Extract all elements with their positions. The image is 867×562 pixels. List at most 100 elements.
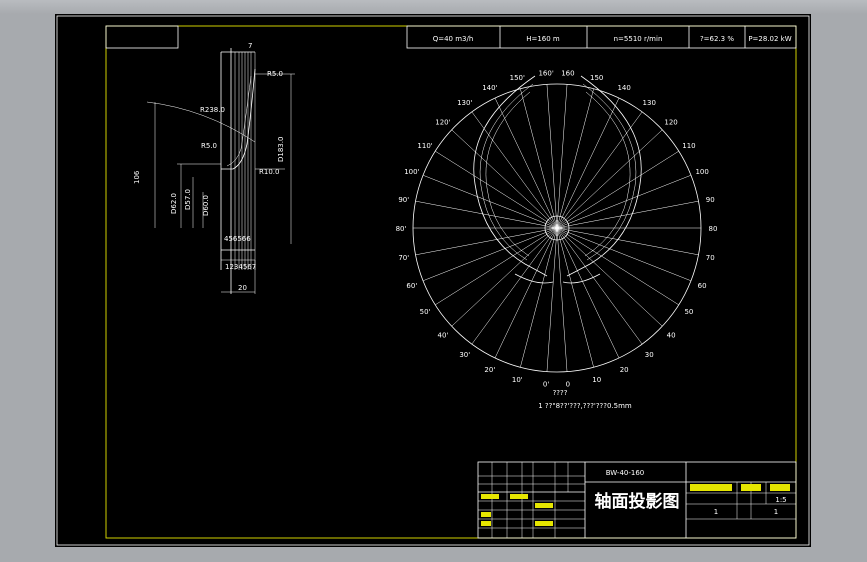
- parameter-header: Q=40 m3/h H=160 m n=5510 r/min ?=62.3 % …: [406, 25, 797, 49]
- angle-label-right: 90: [706, 196, 715, 204]
- angle-label-left: 100': [404, 168, 419, 176]
- polar-caption-2: 1 ??"8??'???,???'???0.5mm: [538, 402, 632, 410]
- angle-label-left: 130': [457, 99, 472, 107]
- angle-label-left: 140': [482, 84, 497, 92]
- station-labels: 1234567: [225, 263, 256, 271]
- angle-label-right: 0: [566, 381, 570, 389]
- radial-line: [451, 227, 558, 327]
- angle-label-right: 160: [561, 69, 574, 77]
- radial-line: [556, 227, 643, 345]
- angle-label-left: 40': [437, 331, 448, 339]
- angle-label-left: 0': [543, 381, 549, 389]
- dim-r238: R238.0: [200, 106, 225, 114]
- title-field-stamp: [481, 512, 491, 517]
- radial-line: [451, 129, 558, 229]
- top-dim: 7: [248, 42, 252, 50]
- angle-label-left: 20': [484, 366, 495, 374]
- angle-label-left: 150': [510, 74, 525, 82]
- station-top-labels: 456566: [224, 235, 251, 243]
- angle-label-left: 90': [398, 196, 409, 204]
- radial-line: [556, 88, 594, 229]
- radial-line: [520, 227, 558, 368]
- outer-border: [56, 15, 810, 546]
- radial-line: [556, 227, 620, 359]
- radial-line: [435, 227, 558, 306]
- radial-line: [415, 200, 558, 229]
- angle-labels: 160' 160 150' 150 140' 140 130' 130 120' 120 110' 1…: [396, 69, 718, 388]
- angle-label-right: 120: [664, 119, 677, 127]
- meridional-section: R5.0 R238.0 R5.0 R10.0 106 D62.0 D57.0 D…: [133, 42, 295, 294]
- angle-label-left: 10': [512, 376, 523, 384]
- drawing-sheet: Q=40 m3/h H=160 m n=5510 r/min ?=62.3 % …: [55, 14, 811, 547]
- angle-label-left: 120': [435, 119, 450, 127]
- polar-projection: 160' 160 150' 150 140' 140 130' 130 120' 120 110' 1…: [396, 69, 718, 410]
- angle-label-left: 30': [459, 351, 470, 359]
- dim-d60: D60.0: [202, 195, 210, 216]
- radial-line: [556, 227, 679, 306]
- window-background: [0, 0, 867, 14]
- radial-line: [494, 97, 558, 229]
- angle-label-left: 80': [396, 225, 407, 233]
- efficiency-param: ?=62.3 %: [700, 35, 734, 43]
- dim-d57: D57.0: [184, 189, 192, 210]
- dim-d183: D183.0: [277, 137, 285, 162]
- angle-label-right: 130: [643, 99, 656, 107]
- radial-line: [556, 129, 663, 229]
- radial-line: [415, 227, 558, 256]
- radial-lines: [413, 84, 701, 372]
- angle-label-left: 50': [420, 308, 431, 316]
- dim-r5-mid: R5.0: [201, 142, 217, 150]
- angle-label-right: 70: [706, 254, 715, 262]
- radial-line: [556, 84, 568, 229]
- radial-line: [556, 227, 692, 282]
- angle-label-left: 160': [538, 69, 553, 77]
- radial-line: [471, 111, 558, 229]
- title-field-stamp: [535, 503, 553, 508]
- title-block: BW-40-160 轴面投影图 1:5 1 1: [477, 461, 797, 539]
- radial-line: [494, 227, 558, 359]
- angle-label-right: 30: [645, 351, 654, 359]
- sheet-number: 1: [714, 508, 718, 516]
- speed-param: n=5510 r/min: [614, 35, 663, 43]
- title-field-stamp: [535, 521, 553, 526]
- radial-line: [556, 200, 699, 229]
- angle-label-right: 110: [682, 142, 695, 150]
- title-field-stamp: [770, 484, 790, 491]
- width-dim: 20: [238, 284, 247, 292]
- radial-line: [556, 227, 663, 327]
- flow-param: Q=40 m3/h: [433, 35, 474, 43]
- angle-label-left: 60': [406, 282, 417, 290]
- angle-label-right: 150: [590, 74, 603, 82]
- title-field-stamp: [481, 521, 491, 526]
- head-param: H=160 m: [526, 35, 560, 43]
- angle-label-right: 50: [684, 308, 693, 316]
- angle-label-right: 100: [695, 168, 708, 176]
- angle-label-right: 10: [592, 376, 601, 384]
- radial-line: [556, 227, 699, 256]
- title-field-stamp: [510, 494, 528, 499]
- radial-line: [422, 174, 558, 229]
- angle-label-right: 40: [667, 331, 676, 339]
- polar-caption-1: ????: [553, 389, 568, 397]
- radial-line: [546, 84, 558, 229]
- radial-line: [556, 97, 620, 229]
- inner-border: [105, 25, 797, 539]
- dim-r5-top: R5.0: [267, 70, 283, 78]
- radial-line: [556, 111, 643, 229]
- title-field-stamp: [481, 494, 499, 499]
- dim-106: 106: [133, 170, 141, 184]
- radial-line: [556, 174, 692, 229]
- scale-value: 1:5: [775, 496, 786, 504]
- angle-label-left: 110': [417, 142, 432, 150]
- radial-line: [520, 88, 558, 229]
- drawing-number: BW-40-160: [606, 469, 645, 477]
- angle-label-left: 70': [398, 254, 409, 262]
- drawing-title: 轴面投影图: [595, 491, 680, 512]
- radial-line: [556, 227, 568, 372]
- power-param: P=28.02 kW: [748, 35, 791, 43]
- radial-line: [546, 227, 558, 372]
- radial-line: [556, 227, 594, 368]
- radial-line: [422, 227, 558, 282]
- angle-label-right: 140: [617, 84, 630, 92]
- angle-label-right: 80: [709, 225, 718, 233]
